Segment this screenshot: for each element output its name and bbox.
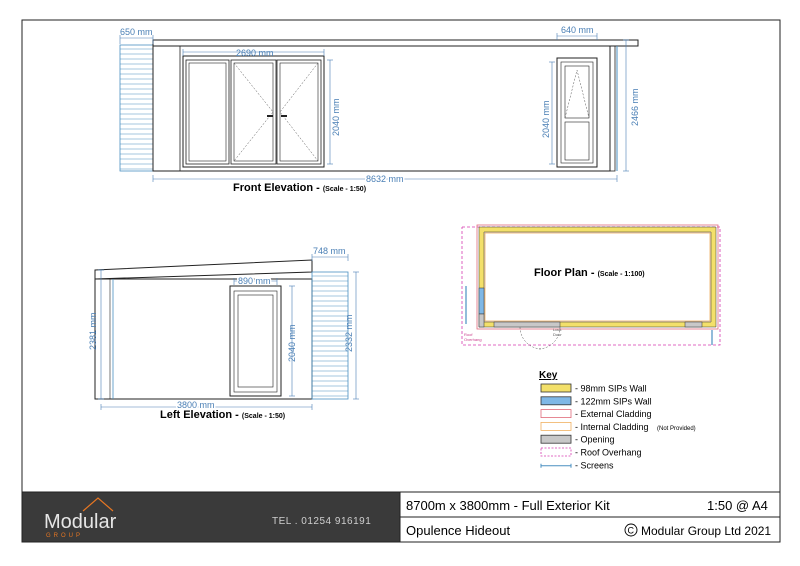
product-title: 8700m x 3800mm - Full Exterior Kit: [406, 498, 610, 513]
left-elevation: 748 mm 890 mm 2040 mm 2381 mm 2332 mm 38…: [88, 246, 359, 421]
key-swatch: [540, 421, 572, 431]
copyright-text: Modular Group Ltd 2021: [641, 524, 771, 538]
front-dim-overhang: 650 mm: [120, 27, 153, 37]
roof-overhang-outline: [461, 226, 721, 346]
key-label: - Roof Overhang: [575, 448, 642, 458]
tel: TEL . 01254 916191: [272, 516, 371, 527]
left-elevation-title: Left Elevation - (Scale - 1:50): [160, 409, 285, 421]
roof-overhang-note-2: Overhang: [464, 337, 482, 342]
left-dim-height-back: 2332 mm: [344, 314, 354, 352]
floor-plan: Roof Overhang Lock Door Floor Plan - (Sc…: [461, 224, 721, 350]
left-dim-width: 3800 mm: [177, 400, 215, 410]
front-window-door: [556, 57, 598, 168]
lock-door-note-2: Door: [553, 332, 562, 337]
front-screen-slats: [119, 44, 154, 172]
left-dim-door-width: 890 mm: [238, 276, 271, 286]
floor-plan-title: Floor Plan - (Scale - 1:100): [534, 267, 645, 279]
modular-logo: Modular GROUP: [44, 497, 117, 539]
title-block-dark: [22, 492, 400, 542]
logo-text: Modular: [44, 511, 117, 533]
key-item: - Opening: [540, 434, 615, 445]
left-screen-slats: [311, 271, 349, 400]
internal-cladding: [484, 232, 711, 322]
copyright-symbol: C: [628, 526, 635, 536]
key-label: - Opening: [575, 435, 615, 445]
left-wall: [94, 278, 313, 400]
front-dim-overall-height: 2466 mm: [630, 88, 640, 126]
left-roof: [94, 259, 313, 280]
front-opening: [493, 321, 561, 328]
key-label: - 122mm SIPs Wall: [575, 396, 652, 406]
key-swatch: [540, 383, 572, 393]
front-dim-window-height: 2040 mm: [541, 100, 551, 138]
key-item: - Internal Cladding (Not Provided): [540, 421, 696, 432]
title-block: Modular GROUP TEL . 01254 916191 8700m x…: [21, 491, 781, 543]
front-roof: [152, 39, 639, 47]
front-door-frame: [182, 55, 325, 168]
window-opening: [684, 321, 703, 328]
drawing-scale: 1:50 @ A4: [707, 498, 768, 513]
lock-door-note: Lock: [553, 327, 561, 332]
front-dim-overall-width: 8632 mm: [366, 174, 404, 184]
key-swatch: [540, 409, 572, 419]
front-elevation: 650 mm 2690 mm 2040 mm 640 mm 2040 mm 24…: [119, 25, 640, 194]
left-dim-door-height: 2040 mm: [287, 324, 297, 362]
key-item: - Screens: [540, 460, 614, 470]
front-elevation-title: Front Elevation - (Scale - 1:50): [233, 182, 366, 194]
key-item: - External Cladding: [540, 409, 652, 419]
key-heading: Key: [539, 370, 558, 381]
front-dim-doors-width: 2690 mm: [236, 48, 274, 58]
left-dim-overhang: 748 mm: [313, 246, 346, 256]
key-item: - 122mm SIPs Wall: [540, 396, 652, 406]
side-door-opening: [478, 287, 485, 315]
left-door: [229, 285, 282, 397]
key-swatch: [540, 434, 572, 444]
copyright: C Modular Group Ltd 2021: [624, 523, 771, 538]
key-item: - 98mm SIPs Wall: [540, 383, 647, 394]
logo-sub: GROUP: [46, 533, 83, 539]
roof-overhang-note: Roof: [464, 332, 473, 337]
left-dim-height-front: 2381 mm: [88, 312, 98, 350]
project-name: Opulence Hideout: [406, 523, 510, 538]
external-cladding: [476, 224, 719, 330]
key-item: - Roof Overhang: [540, 447, 642, 458]
sheet-border: [21, 19, 781, 543]
key-label: - External Cladding: [575, 409, 652, 419]
front-dim-window-width: 640 mm: [561, 25, 594, 35]
key-label: - Internal Cladding: [575, 422, 649, 432]
key-legend: Key - 98mm SIPs Wall - 122mm SIPs Wall - E…: [539, 370, 696, 470]
key-swatch: [540, 396, 572, 406]
key-note: (Not Provided): [657, 426, 696, 432]
key-swatch: [540, 447, 572, 457]
front-dim-doors-height: 2040 mm: [331, 98, 341, 136]
key-label: - 98mm SIPs Wall: [575, 384, 647, 394]
key-label: - Screens: [575, 460, 614, 470]
